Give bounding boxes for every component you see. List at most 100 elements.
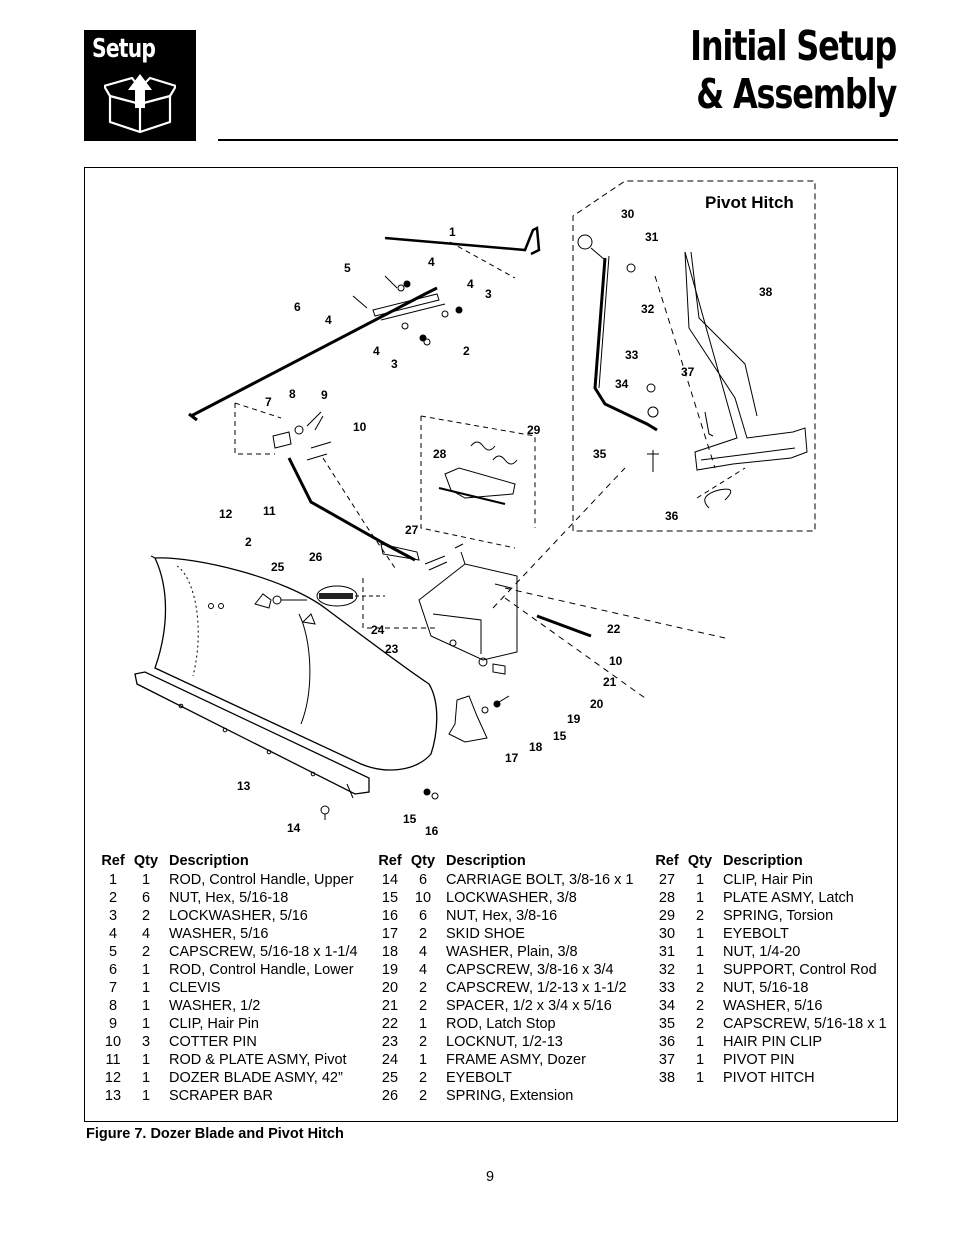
callout-31: 31 <box>645 230 659 244</box>
lower-control-rod <box>190 286 438 418</box>
description-cell: WASHER, 5/16 <box>723 998 823 1014</box>
callout-4d: 4 <box>373 344 380 358</box>
qty-cell: 1 <box>418 1052 428 1068</box>
description-cell: ROD, Control Handle, Lower <box>169 962 354 978</box>
description-cell: NUT, Hex, 5/16-18 <box>169 890 289 906</box>
box-icon <box>104 74 176 134</box>
description-cell: LOCKWASHER, 3/8 <box>446 890 577 906</box>
ref-cell: 27 <box>658 872 676 888</box>
qty-cell: 1 <box>141 980 151 996</box>
callout-25: 25 <box>271 560 285 574</box>
ref-header: Ref <box>101 853 125 869</box>
ref-cell: 16 <box>381 908 399 924</box>
qty-cell: 6 <box>418 872 428 888</box>
ref-cell: 4 <box>108 926 118 942</box>
bracket-plate-2 <box>380 303 446 321</box>
ref-cell: 1 <box>108 872 118 888</box>
ref-cell: 21 <box>381 998 399 1014</box>
ref-cell: 7 <box>108 980 118 996</box>
header-rule <box>218 139 898 141</box>
qty-header: Qty <box>687 853 713 869</box>
ref-cell: 14 <box>381 872 399 888</box>
nut-d <box>455 306 463 314</box>
ref-cell: 6 <box>108 962 118 978</box>
description-header: Description <box>169 853 249 869</box>
description-cell: ROD & PLATE ASMY, Pivot <box>169 1052 347 1068</box>
pivot-hitch-inset-title: Pivot Hitch <box>705 193 794 212</box>
callout-30: 30 <box>621 207 635 221</box>
carriage-bolt <box>320 805 330 815</box>
setup-section-badge: Setup <box>84 30 196 141</box>
description-cell: SPRING, Torsion <box>723 908 834 924</box>
description-cell: EYEBOLT <box>723 926 789 942</box>
description-cell: COTTER PIN <box>169 1034 257 1050</box>
callout-17: 17 <box>505 751 519 765</box>
qty-cell: 6 <box>141 890 151 906</box>
description-cell: WASHER, Plain, 3/8 <box>446 944 578 960</box>
callout-37: 37 <box>681 365 695 379</box>
description-cell: CAPSCREW, 5/16-18 x 1 <box>723 1016 887 1032</box>
latch-stop-rod <box>536 614 592 638</box>
callout-6: 6 <box>294 300 301 314</box>
callout-16: 16 <box>425 824 439 838</box>
callout-33: 33 <box>625 348 639 362</box>
qty-cell: 1 <box>695 1052 705 1068</box>
callout-20: 20 <box>590 697 604 711</box>
page-number: 9 <box>485 1169 495 1185</box>
description-cell: FRAME ASMY, Dozer <box>446 1052 586 1068</box>
qty-cell: 1 <box>141 1088 151 1104</box>
ref-cell: 12 <box>104 1070 122 1086</box>
description-cell: NUT, 1/4-20 <box>723 944 801 960</box>
nut-f <box>419 334 427 342</box>
callout-36: 36 <box>665 509 679 523</box>
qty-cell: 2 <box>418 1088 428 1104</box>
qty-cell: 2 <box>695 980 705 996</box>
description-cell: CLIP, Hair Pin <box>169 1016 259 1032</box>
inset-outline <box>572 180 816 532</box>
ref-cell: 38 <box>658 1070 676 1086</box>
callout-29: 29 <box>527 423 541 437</box>
ref-cell: 3 <box>108 908 118 924</box>
hair-pin-clip <box>306 411 324 431</box>
qty-cell: 1 <box>141 1016 151 1032</box>
callout-34: 34 <box>615 377 629 391</box>
qty-cell: 2 <box>695 998 705 1014</box>
description-cell: LOCKWASHER, 5/16 <box>169 908 308 924</box>
qty-cell: 1 <box>695 1070 705 1086</box>
qty-cell: 1 <box>695 926 705 942</box>
qty-cell: 1 <box>141 962 151 978</box>
callout-13: 13 <box>237 779 251 793</box>
frame-capscrew <box>492 663 506 675</box>
capscrew-35 <box>647 450 659 472</box>
callout-15a: 15 <box>553 729 567 743</box>
qty-cell: 2 <box>418 1034 428 1050</box>
ref-cell: 35 <box>658 1016 676 1032</box>
ref-cell: 24 <box>381 1052 399 1068</box>
ref-cell: 29 <box>658 908 676 924</box>
description-cell: PLATE ASMY, Latch <box>723 890 854 906</box>
ref-cell: 20 <box>381 980 399 996</box>
dozer-blade <box>154 557 438 771</box>
washer-plain-3-8 <box>481 706 489 714</box>
callout-1: 1 <box>449 225 456 239</box>
callout-2a: 2 <box>463 344 470 358</box>
callout-32: 32 <box>641 302 655 316</box>
qty-cell: 3 <box>141 1034 151 1050</box>
callout-19: 19 <box>567 712 581 726</box>
